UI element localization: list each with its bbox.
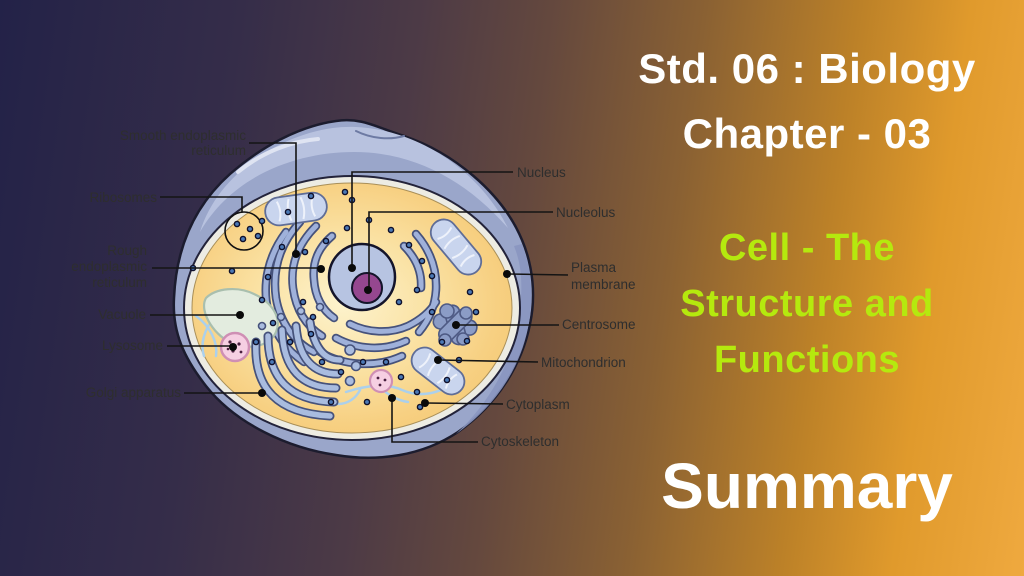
label-mitochondrion: Mitochondrion: [541, 355, 626, 370]
lysosome-small: [368, 368, 394, 394]
label-cytoplasm: Cytoplasm: [506, 397, 570, 412]
label-vacuole: Vacuole: [98, 307, 146, 322]
label-rough-er: Rough endoplasmic reticulum: [71, 243, 147, 290]
label-nucleus: Nucleus: [517, 165, 566, 180]
label-ribosomes: Ribosomes: [89, 190, 157, 205]
leader-lines: [150, 142, 569, 443]
label-lysosome: Lysosome: [101, 338, 163, 353]
ribosome-circle: [224, 211, 264, 251]
label-golgi: Golgi apparatus: [85, 385, 181, 400]
label-smooth-er: Smooth endoplasmic reticulum: [119, 128, 246, 158]
lesson-title-line1: Cell - The: [718, 227, 896, 269]
label-nucleolus: Nucleolus: [556, 205, 616, 220]
text-panel: Std. 06 : Biology Chapter - 03 Cell - Th…: [600, 0, 1014, 522]
lesson-title: Cell - The Structure and Functions: [600, 220, 1014, 388]
cell-diagram: [150, 118, 569, 459]
lesson-title-line3: Functions: [713, 339, 901, 381]
golgi-apparatus: [251, 302, 362, 421]
lesson-title-line2: Structure and: [680, 283, 934, 325]
mitochondrion-2: [429, 218, 483, 276]
ribosome-dots: [189, 188, 480, 411]
course-title-line2: Chapter - 03: [682, 110, 932, 157]
course-title-line1: Std. 06 : Biology: [638, 45, 976, 92]
summary-heading: Summary: [661, 450, 953, 522]
label-plasma-membrane: Plasma membrane: [571, 260, 636, 292]
label-centrosome: Centrosome: [562, 317, 636, 332]
nucleus-body: [327, 242, 397, 312]
label-cytoskeleton: Cytoskeleton: [481, 434, 560, 449]
leader-dots: [229, 250, 511, 407]
course-title: Std. 06 : Biology Chapter - 03: [600, 36, 1014, 166]
